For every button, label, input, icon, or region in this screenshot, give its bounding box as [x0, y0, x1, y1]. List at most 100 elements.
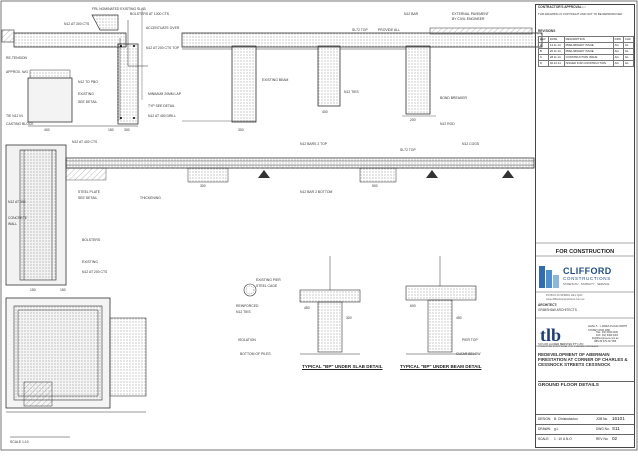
section-a-dim: 400 [44, 128, 50, 132]
section-c-dim: 500 [372, 184, 378, 188]
section-b-label: PROVIDE ALL [378, 28, 401, 32]
section-a-label: EXISTING [78, 92, 94, 96]
rev-value: 02 [612, 436, 618, 441]
section-c-label: N12 BARS 2 TOP [300, 142, 328, 146]
section-c-label: THICKENING [140, 196, 161, 200]
bored-pier-linework [243, 256, 477, 355]
for-construction-stamp: FOR CONSTRUCTION [555, 249, 615, 255]
job-value: 16101 [612, 416, 625, 421]
pier-dim: 450 [456, 316, 462, 320]
clifford-logo: CLIFFORD CONSTRUCTIONS STRENGTH · STABIL… [539, 266, 631, 292]
title-block: CONTRACTOR'S APPROVAL: □ THIS DRAWING IS… [535, 4, 635, 448]
clifford-sub: CONSTRUCTIONS [563, 276, 611, 281]
section-a-label: FRL NOMINATED EXISTING SLAB [92, 7, 146, 11]
tlb-tel: TEL: (02) 9460 0400 [596, 331, 618, 334]
section-c-label: SL72 TOP [400, 148, 416, 152]
section-a-label: CASTING BLOCK [6, 122, 34, 126]
drawn-value: g.L [554, 427, 559, 431]
pier-dim: 450 [304, 306, 310, 310]
copyright-note: THIS DRAWING IS COPYRIGHT AND NOT TO BE … [538, 12, 623, 16]
rev-cell: GL [622, 60, 635, 67]
scale-value: 1 : 10 U.N.O [554, 437, 572, 441]
designed-label: DESIGN: [538, 417, 552, 421]
clifford-tagline: STRENGTH · STABILITY · SERVICE [563, 282, 610, 286]
section-c-dim: 150 [60, 288, 66, 292]
section-a-label: MINIMUM 20MM LAP [148, 92, 181, 96]
section-b-label: N12 TIES [344, 90, 359, 94]
tlb-firm-sub: CONSULTING STRUCTURAL CIVIL & FACADE ENG… [538, 346, 599, 348]
clifford-contact: www.cliffordconstructions.com.au [546, 298, 585, 301]
revision-table: REV DATE DESCRIPTION DRN CHK A 14.11.14 … [538, 36, 635, 67]
tlb-firm: TAYLOR LAUDER BERSTEN PTY LTD [538, 343, 584, 346]
tlb-fax: FAX: (02) 9460 0401 [596, 334, 619, 337]
section-a-label: ACCENTUATE OVER [146, 26, 180, 30]
tlb-email: tlb@tlbengineers.com.au [592, 337, 619, 340]
typical-bp-beam-title: TYPICAL "BP" UNDER BEAM DETAIL [400, 364, 482, 369]
typical-bp-slab-title: TYPICAL "BP" UNDER SLAB DETAIL [302, 364, 383, 369]
job-label: JOB No. [596, 417, 609, 421]
section-a-dim: 300 [124, 128, 130, 132]
tlb-logo: tlb [538, 325, 588, 347]
scale-note: SCALE 1:10 [10, 440, 29, 444]
section-a-label: TIE N12 IN [6, 114, 23, 118]
tlb-wordmark: tlb [540, 325, 562, 345]
dwg-label: DWG No. [596, 427, 610, 431]
meta-row: SCALE: 1 : 10 U.N.O REV No. 02 [536, 434, 634, 444]
rev-cell: AG [612, 60, 624, 67]
pier-label: ISOLATION [238, 338, 256, 342]
section-c-label: N12 BAR 2 BOTTOM [300, 190, 333, 194]
section-b-label: BY CIVIL ENGINEER [452, 17, 485, 21]
section-a-label: N12 AT 200 CTS TOP [146, 46, 180, 50]
rev-cell: ISSUED FOR CONSTRUCTION [563, 60, 614, 67]
architect-label: ARCHITECT: [538, 303, 558, 307]
pier-dim: 300 [346, 316, 352, 320]
pier-label: CLEAR BELOW [456, 352, 481, 356]
section-b-label: EXTERNAL PAVEMENT [452, 12, 489, 16]
rev-cell: 02.12.14 [547, 60, 565, 67]
section-c-label: CONCRETE [8, 216, 28, 220]
meta-row: DESIGN: B. Christodoulou JOB No. 16101 [536, 414, 634, 424]
drawing-meta: DESIGN: B. Christodoulou JOB No. 16101 D… [536, 414, 634, 444]
pier-label: EXISTING PIER [256, 278, 281, 282]
section-c-label: N12 AT 400 CTS [72, 140, 98, 144]
section-c-dim: 150 [30, 288, 36, 292]
drawn-label: DRAWN: [538, 427, 551, 431]
tlb-address: LEVEL 5 · 1 JAMES PLACE NORTH SYDNEY NSW… [588, 325, 628, 332]
section-c-dim: 300 [200, 184, 206, 188]
designed-value: B. Christodoulou [554, 417, 578, 421]
section-a-label: N12 TO PBO [78, 80, 98, 84]
section-c-label: N12 COGS [462, 142, 480, 146]
section-a-label: BOLSTERS AT 1000 CTS [130, 12, 170, 16]
architect-name: GRIMSHAW ARCHITECTS [538, 308, 577, 312]
section-b-label: N12 ROD [440, 122, 455, 126]
section-c-label: WALL [8, 222, 18, 226]
scale-label: SCALE: [538, 437, 550, 441]
section-c-label: N12 AT 300 [8, 200, 26, 204]
section-b-dim: 200 [410, 118, 416, 122]
contractor-approval: CONTRACTOR'S APPROVAL: □ [538, 5, 586, 9]
pier-label: PIER TOP [462, 338, 478, 342]
revision-row: D 02.12.14 ISSUED FOR CONSTRUCTION AG GL [538, 60, 635, 67]
section-a-label: N12 AT 450 DRILL [148, 114, 177, 118]
pier-label: N12 TIES [236, 310, 251, 314]
section-a-dim: 150 [108, 128, 114, 132]
revisions-heading: REVISIONS [538, 29, 556, 33]
section-a-linework [1, 10, 148, 127]
meta-row: DRAWN: g.L DWG No. S11 [536, 424, 634, 434]
tlb-abn: ABN 80 079 317 866 [594, 340, 617, 343]
section-b-label: BOND BREAKER [440, 96, 467, 100]
rev-cell: D [538, 60, 549, 67]
section-b-dim: 300 [238, 128, 244, 132]
section-b-label: EXISTING BEAM [262, 78, 289, 82]
clifford-address: PO BOX 20 SPRING HILL QLD [546, 294, 583, 297]
section-d-linework [5, 297, 147, 438]
section-c-label: SEE DETAIL [78, 196, 98, 200]
pier-label: STEEL CAGE [256, 284, 278, 288]
pier-label: REINFORCED [236, 304, 259, 308]
section-a-label: APPROX. N/G [6, 70, 29, 74]
clifford-mark-icon [539, 266, 559, 288]
section-c-linework [5, 144, 535, 286]
pier-label: BOTTOM OF PILES [240, 352, 271, 356]
